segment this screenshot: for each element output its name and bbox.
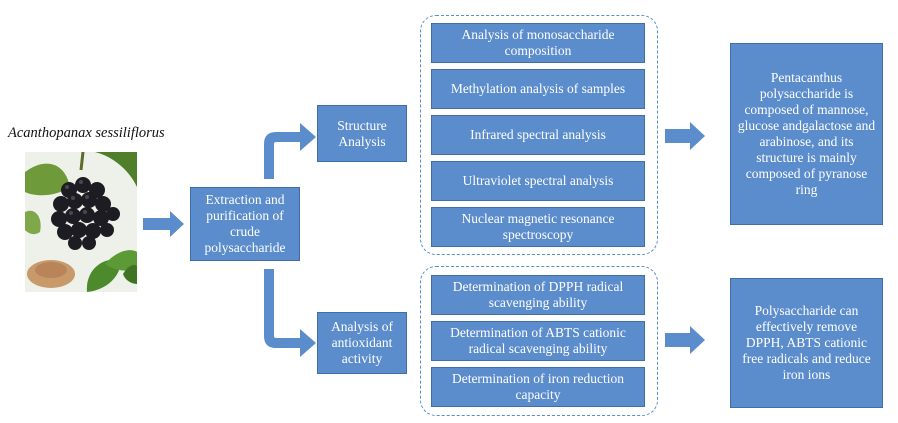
arrow-photo-to-extraction [143,211,184,237]
species-label: Acanthopanax sessiliflorus [8,125,165,141]
method-dpph: Determination of DPPH radical scavenging… [431,275,645,315]
method-abts: Determination of ABTS cationic radical s… [431,321,645,361]
method-ultraviolet: Ultraviolet spectral analysis [431,161,645,201]
method-iron-reduction: Determination of iron reduction capacity [431,367,645,407]
method-infrared: Infrared spectral analysis [431,115,645,155]
antioxidant-result-box: Polysaccharide can effectively remove DP… [730,278,883,408]
antioxidant-methods-group [420,266,658,416]
structure-methods-group [420,15,658,255]
structure-result-box: Pentacanthus polysaccharide is composed … [730,43,883,225]
structure-analysis-box: Structure Analysis [317,105,407,162]
arrow-extraction-to-antioxidant [264,269,316,357]
method-nmr: Nuclear magnetic resonance spectroscopy [431,207,645,247]
arrow-to-structure-result [665,122,705,150]
antioxidant-analysis-box: Analysis of antioxidant activity [317,312,407,374]
plant-illustration [25,152,137,292]
plant-photo [25,152,137,292]
method-monosaccharide: Analysis of monosaccharide composition [431,23,645,63]
arrow-to-antioxidant-result [665,326,705,354]
extraction-box: Extraction and purification of crude pol… [190,187,300,261]
method-methylation: Methylation analysis of samples [431,69,645,109]
arrow-extraction-to-structure [264,123,316,179]
